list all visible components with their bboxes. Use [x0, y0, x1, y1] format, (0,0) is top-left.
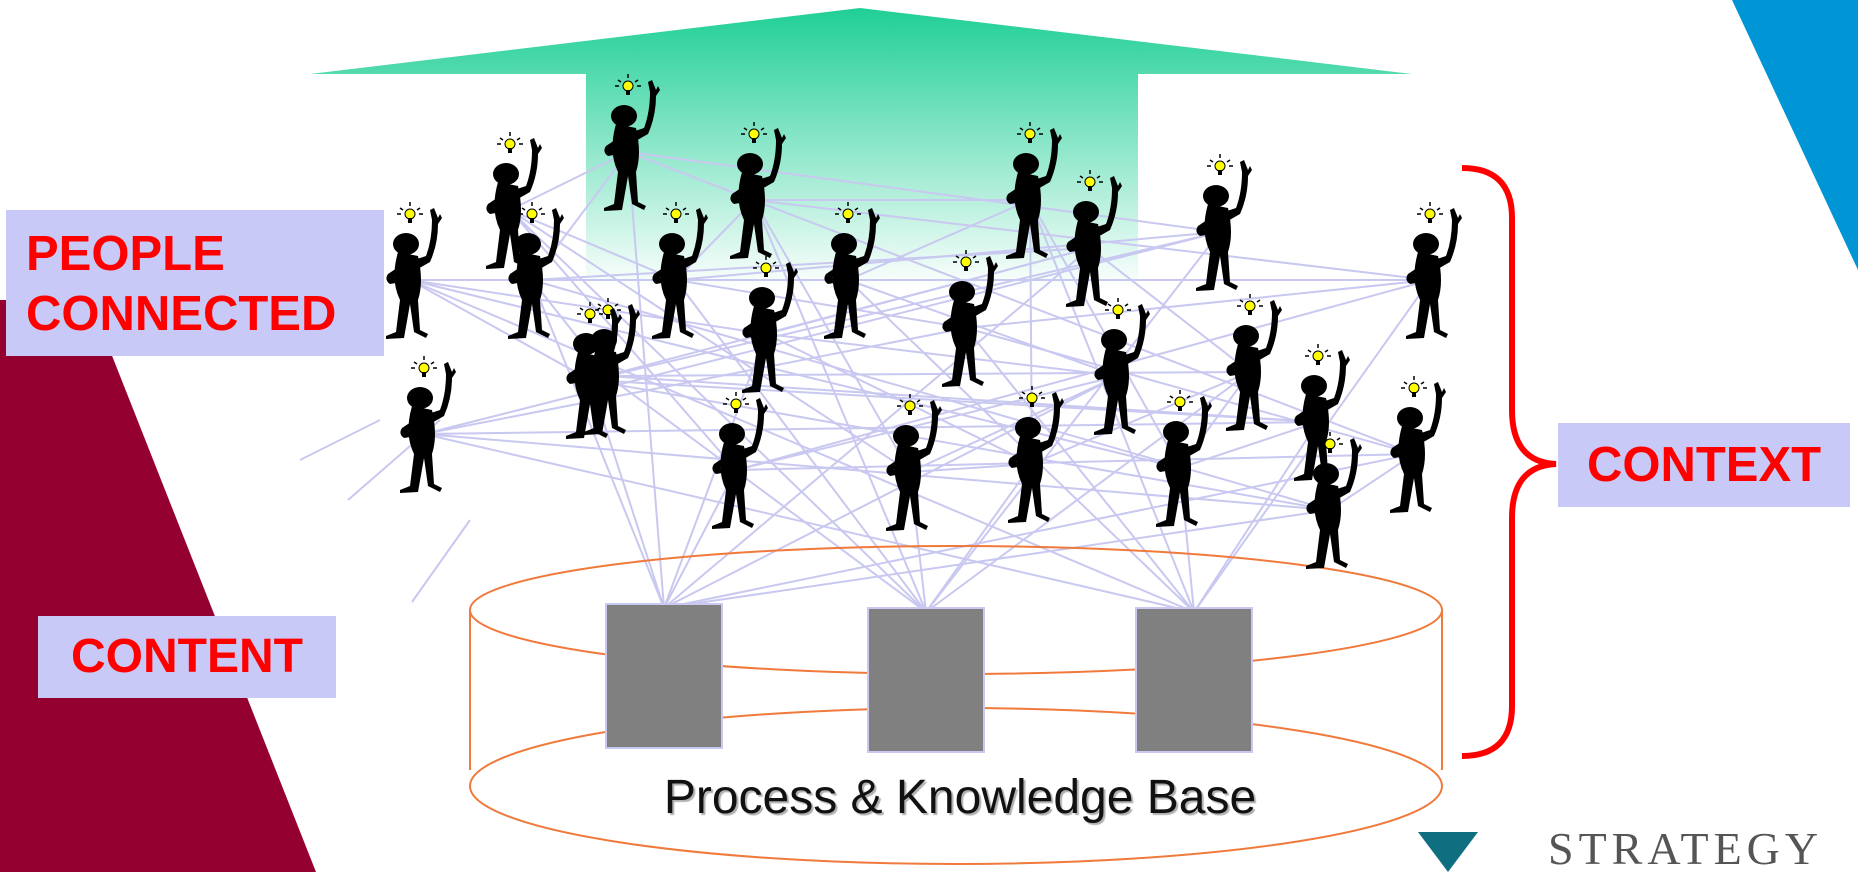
context-text: CONTEXT	[1586, 438, 1822, 492]
knowledge-blocks	[605, 603, 1253, 753]
people-connected-text: PEOPLE CONNECTED	[26, 227, 337, 341]
knowledge-base-title: Process & Knowledge Base	[663, 771, 1257, 824]
knowledge-block	[867, 607, 985, 753]
connection-line	[925, 231, 1221, 613]
connection-line	[675, 199, 755, 281]
connection-line	[589, 379, 1331, 511]
connection-line	[675, 279, 927, 613]
brand-logo-icon	[1418, 832, 1478, 872]
brand-text: STRATEGY	[1548, 823, 1824, 874]
connection-line	[735, 279, 1431, 471]
thinking-person-icon	[399, 355, 457, 494]
knowledge-block	[1135, 607, 1253, 753]
up-arrow	[310, 8, 1412, 290]
thinking-person-icon	[1195, 153, 1253, 292]
connection-line	[509, 209, 927, 613]
connection-line	[509, 209, 737, 471]
knowledge-block	[605, 603, 723, 749]
connection-line	[423, 327, 967, 435]
people-connections	[299, 151, 1431, 613]
connection-line	[675, 279, 967, 329]
connection-line	[965, 327, 1415, 455]
connection-line	[531, 247, 1091, 281]
thinking-person-icon	[1405, 201, 1463, 340]
connection-line	[509, 209, 911, 473]
connection-line	[409, 279, 591, 381]
connection-line	[847, 279, 1119, 377]
connection-line	[607, 375, 927, 613]
connection-line	[663, 453, 1415, 609]
content-label: CONTENT	[38, 616, 336, 698]
thinking-person-icon	[1093, 297, 1151, 436]
connection-line	[423, 433, 1195, 613]
connection-line	[299, 419, 381, 461]
connection-line	[1089, 247, 1251, 373]
connection-line	[663, 509, 1331, 609]
connection-line	[765, 333, 1119, 377]
connection-line	[509, 209, 677, 281]
connection-line	[607, 231, 1221, 377]
connection-line	[411, 519, 471, 603]
context-brace	[1461, 165, 1557, 759]
connection-line	[965, 279, 1431, 329]
connection-line	[909, 375, 1119, 473]
people-connected-label: PEOPLE CONNECTED	[6, 210, 384, 356]
connection-line	[735, 453, 1415, 471]
connection-line	[663, 375, 1119, 609]
connection-line	[925, 463, 1033, 613]
connection-line	[531, 279, 1331, 511]
thinking-person-icon	[1389, 375, 1447, 514]
connection-line	[409, 279, 767, 335]
connection-line	[1329, 453, 1415, 511]
connection-line	[965, 327, 1195, 613]
connection-line	[1179, 421, 1319, 469]
thinking-person-icon	[385, 201, 443, 340]
connection-line	[925, 371, 1251, 613]
connection-line	[509, 151, 629, 211]
connection-line	[735, 375, 1119, 471]
connection-line	[1193, 421, 1319, 613]
connection-line	[607, 371, 1251, 377]
connection-line	[663, 469, 737, 609]
connection-line	[847, 199, 1031, 281]
connection-line	[531, 279, 665, 609]
content-text: CONTENT	[71, 630, 303, 683]
blue-corner-shape	[1732, 0, 1858, 270]
thinking-person-icon	[1225, 293, 1283, 432]
context-label: CONTEXT	[1558, 423, 1850, 507]
connection-line	[627, 151, 1221, 233]
content-red-shape	[0, 300, 316, 872]
connection-line	[1031, 371, 1251, 465]
